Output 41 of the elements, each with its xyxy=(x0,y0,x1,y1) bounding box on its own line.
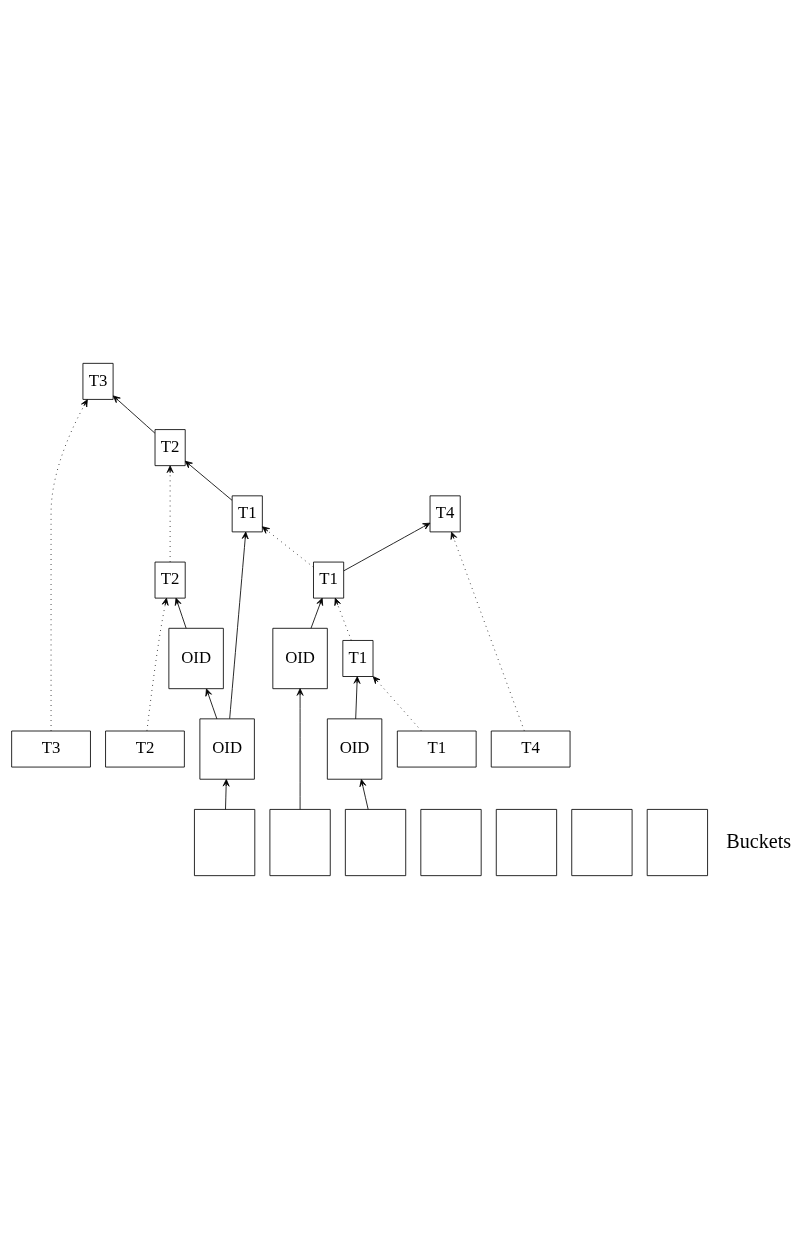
arrow xyxy=(112,395,156,434)
arrow xyxy=(174,597,187,629)
node-box: T3 xyxy=(11,730,91,768)
arrow xyxy=(450,531,525,732)
arrow xyxy=(184,460,233,501)
node-box: T4 xyxy=(490,730,571,768)
node-box: T2 xyxy=(154,429,186,467)
node-box xyxy=(194,809,256,877)
node-box: OID xyxy=(326,718,383,780)
node-box xyxy=(269,809,331,877)
arrow xyxy=(372,676,422,732)
arrow xyxy=(359,779,369,810)
node-box: OID xyxy=(199,718,255,780)
node-box: T2 xyxy=(105,730,185,768)
arrow xyxy=(343,522,431,572)
node-box: T1 xyxy=(342,640,374,677)
arrow xyxy=(229,531,249,720)
arrow xyxy=(262,526,314,568)
node-box xyxy=(344,809,407,877)
label: Buckets xyxy=(726,829,792,852)
node-box xyxy=(495,809,558,877)
node-box: T1 xyxy=(231,495,263,533)
node-box: OID xyxy=(272,627,328,690)
arrow xyxy=(310,597,324,629)
arrow xyxy=(205,688,218,720)
arrow xyxy=(50,399,88,732)
arrow xyxy=(296,688,304,810)
arrow xyxy=(222,779,230,810)
arrow xyxy=(166,465,174,563)
node-box: T1 xyxy=(313,561,345,599)
node-box: T2 xyxy=(154,561,186,599)
node-box xyxy=(420,809,482,877)
node-box: T3 xyxy=(82,362,114,400)
arrow xyxy=(146,597,169,732)
node-box: OID xyxy=(168,627,224,690)
node-box xyxy=(646,809,708,877)
node-box xyxy=(571,809,633,877)
node-box: T4 xyxy=(429,495,461,533)
arrow xyxy=(353,676,361,720)
arrow xyxy=(334,597,352,641)
node-box: T1 xyxy=(396,730,477,768)
